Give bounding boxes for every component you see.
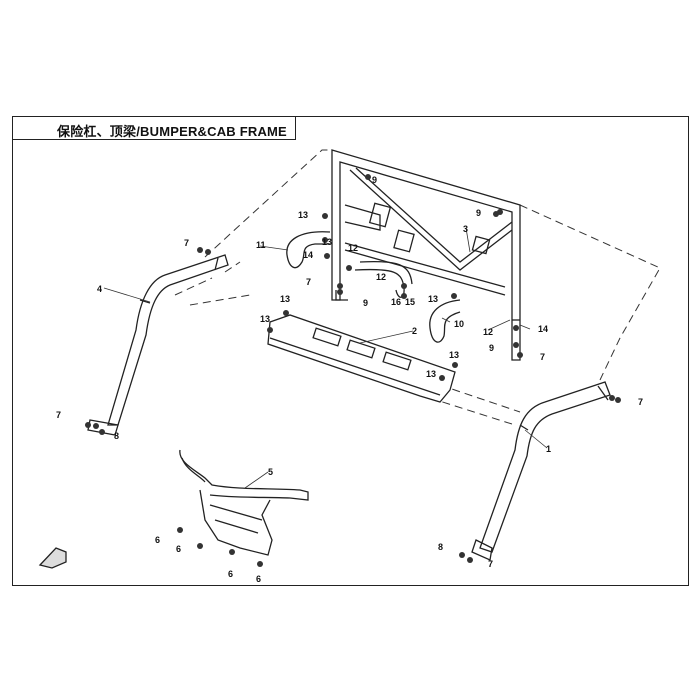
callout-8: 8: [114, 431, 119, 441]
callout-7: 7: [184, 238, 189, 248]
callout-12: 12: [376, 272, 386, 282]
callout-16: 16: [391, 297, 401, 307]
callout-13: 13: [280, 294, 290, 304]
callout-13: 13: [449, 350, 459, 360]
callout-9: 9: [372, 175, 377, 185]
callout-13: 13: [298, 210, 308, 220]
callout-9: 9: [363, 298, 368, 308]
grab-handle-11: [286, 231, 413, 298]
front-arrow-icon: [38, 547, 67, 569]
diagram-frame: [12, 116, 689, 586]
callout-6: 6: [155, 535, 160, 545]
callout-6: 6: [176, 544, 181, 554]
callout-4: 4: [97, 284, 102, 294]
callout-13: 13: [426, 369, 436, 379]
callout-10: 10: [454, 319, 464, 329]
callout-12: 12: [483, 327, 493, 337]
callout-7: 7: [540, 352, 545, 362]
title-box: 保险杠、顶梁/BUMPER&CAB FRAME: [12, 116, 296, 140]
leader-lines: [103, 227, 548, 489]
callout-7: 7: [56, 410, 61, 420]
callout-8: 8: [438, 542, 443, 552]
callout-14: 14: [538, 324, 548, 334]
fasteners: [85, 174, 621, 567]
callout-7: 7: [638, 397, 643, 407]
roof-outline: [174, 149, 661, 426]
callout-14: 14: [303, 250, 313, 260]
callout-1: 1: [546, 444, 551, 454]
callout-labels: 1 2 3 4 5 6 6 6 6 7 7 7 7 7 7 8 8 9 9 9 …: [56, 175, 643, 584]
callout-11: 11: [256, 240, 266, 250]
callout-2: 2: [412, 326, 417, 336]
right-pillar-1: [471, 381, 611, 561]
left-pillar-4: [87, 254, 229, 436]
callout-6: 6: [256, 574, 261, 584]
callout-9: 9: [489, 343, 494, 353]
callout-13: 13: [322, 237, 332, 247]
callout-15: 15: [405, 297, 415, 307]
callout-13: 13: [260, 314, 270, 324]
callout-6: 6: [228, 569, 233, 579]
grab-handle-10: [429, 299, 461, 343]
rear-cab-frame: [331, 149, 521, 361]
callout-3: 3: [463, 224, 468, 234]
callout-5: 5: [268, 467, 273, 477]
crossbar-2: [267, 314, 456, 403]
callout-13: 13: [428, 294, 438, 304]
front-bumper-5: [179, 449, 309, 556]
diagram-title: 保险杠、顶梁/BUMPER&CAB FRAME: [57, 124, 287, 139]
callout-7: 7: [488, 559, 493, 569]
callout-9: 9: [476, 208, 481, 218]
callout-7: 7: [306, 277, 311, 287]
callout-12: 12: [348, 243, 358, 253]
